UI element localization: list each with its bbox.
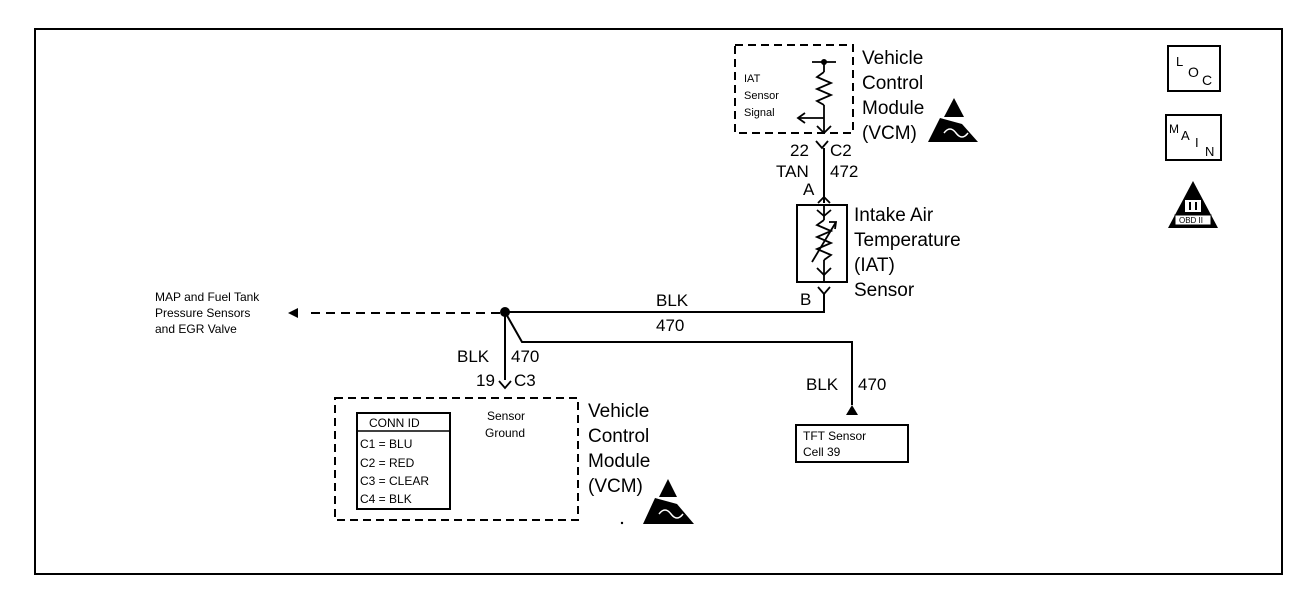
vcm-top-connector: C2: [830, 141, 852, 160]
wire-blk-470-main: [505, 294, 825, 313]
wire-vcm-circuit: 470: [511, 347, 539, 366]
sensor-ground-label: Sensor Ground: [485, 409, 528, 440]
wire-main-circuit: 470: [656, 316, 684, 335]
svg-text:C: C: [1202, 72, 1212, 88]
esd-warning-icon: [643, 479, 694, 524]
stray-mark: [620, 521, 624, 525]
arrow-map-icon: [288, 308, 298, 318]
arrow-tft-icon: [846, 405, 858, 415]
svg-text:I: I: [1195, 135, 1199, 150]
wire-top-color: TAN: [776, 162, 809, 181]
iat-pin-b: B: [800, 290, 811, 309]
thermistor-icon: [811, 205, 838, 282]
diagram-border: [34, 28, 1283, 575]
iat-signal-label: IAT Sensor Signal: [744, 73, 782, 119]
svg-text:N: N: [1205, 144, 1214, 159]
iat-sensor-box: [796, 204, 848, 283]
vcm-top-title: Vehicle Control Module (VCM): [862, 48, 930, 144]
vcm-bottom-box: [334, 397, 579, 521]
connector-c3-icon: [498, 380, 512, 390]
obd-ii-icon[interactable]: OBD II: [1168, 181, 1218, 228]
wire-tft-circuit: 470: [858, 375, 886, 394]
connector-a-icon: [817, 195, 831, 204]
svg-text:A: A: [1181, 128, 1190, 143]
iat-pin-a: A: [803, 180, 815, 199]
svg-text:OBD II: OBD II: [1179, 216, 1203, 225]
tft-box-label: TFT Sensor Cell 39: [803, 429, 869, 459]
main-icon[interactable]: M A I N: [1165, 114, 1222, 161]
tft-box: [795, 424, 909, 463]
loc-icon[interactable]: L O C: [1167, 45, 1221, 92]
vcm-top-pin: 22: [790, 141, 809, 160]
svg-text:O: O: [1188, 64, 1199, 80]
vcm-internal-resistor-icon: [796, 61, 836, 134]
svg-text:L: L: [1176, 54, 1183, 69]
vcm-ref-node: [821, 59, 827, 65]
map-note: MAP and Fuel Tank Pressure Sensors and E…: [155, 290, 263, 336]
esd-warning-icon: [928, 98, 978, 142]
wire-vcm-pin: 19: [476, 371, 495, 390]
iat-sensor-title: Intake Air Temperature (IAT) Sensor: [854, 205, 966, 301]
wire-top-circuit: 472: [830, 162, 858, 181]
wire-blk-470-tft: [504, 311, 853, 405]
conn-id-header: CONN ID: [369, 416, 420, 430]
svg-text:M: M: [1169, 122, 1179, 136]
conn-id-rows: C1 = BLU C2 = RED C3 = CLEAR C4 = BLK: [360, 437, 432, 506]
wire-tft-color: BLK: [806, 375, 839, 394]
wire-vcm-color: BLK: [457, 347, 490, 366]
connector-c2-icon: [815, 140, 829, 150]
connector-b-icon: [817, 286, 831, 296]
conn-id-table: [356, 412, 451, 510]
wire-vcm-connector: C3: [514, 371, 536, 390]
wire-main-color: BLK: [656, 291, 689, 310]
vcm-top-box: [734, 44, 854, 134]
vcm-bottom-title: Vehicle Control Module (VCM): [588, 401, 656, 497]
